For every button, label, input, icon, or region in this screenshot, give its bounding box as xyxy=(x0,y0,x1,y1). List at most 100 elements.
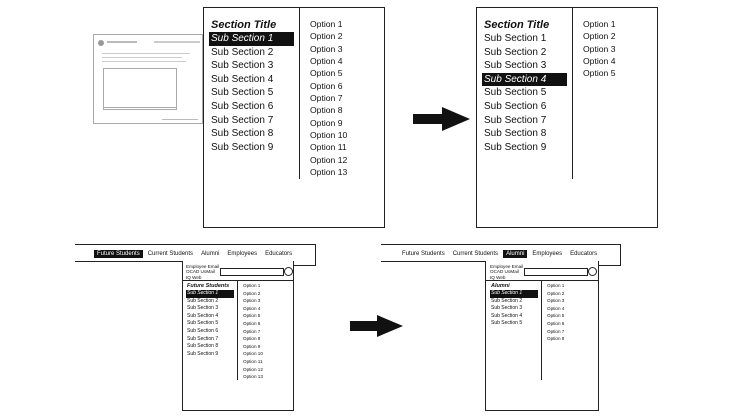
sub-section-item[interactable]: Sub Section 2 xyxy=(484,46,547,58)
search-input[interactable] xyxy=(220,268,284,276)
header-bottom-line xyxy=(381,261,486,262)
thumbnail-text-line xyxy=(102,57,182,58)
option-item[interactable]: Option 9 xyxy=(243,343,261,349)
utility-link[interactable]: IQ Web xyxy=(490,274,506,280)
search-button[interactable] xyxy=(588,267,597,276)
sub-section-item[interactable]: Sub Section 6 xyxy=(484,100,547,112)
search-input[interactable] xyxy=(524,268,588,276)
sub-section-item[interactable]: Sub Section 6 xyxy=(211,100,274,112)
option-item[interactable]: Option 5 xyxy=(583,68,616,79)
option-item[interactable]: Option 1 xyxy=(310,19,343,29)
sub-section-item[interactable]: Sub Section 5 xyxy=(211,87,274,99)
utility-link[interactable]: IQ Web xyxy=(186,274,202,280)
sub-section-item[interactable]: Sub Section 1 xyxy=(484,33,547,44)
utility-link[interactable]: OCAD UoMail xyxy=(490,269,519,275)
sub-section-item[interactable]: Sub Section 1 xyxy=(490,290,538,298)
option-item[interactable]: Option 3 xyxy=(547,298,565,304)
nav-item[interactable]: Educators xyxy=(570,251,598,257)
option-item[interactable]: Option 1 xyxy=(547,283,565,288)
sub-section-item[interactable]: Sub Section 1 xyxy=(186,290,234,298)
sub-section-item[interactable]: Sub Section 3 xyxy=(484,60,547,72)
option-item[interactable]: Option 6 xyxy=(547,320,565,326)
option-item[interactable]: Option 7 xyxy=(547,328,565,334)
option-item[interactable]: Option 9 xyxy=(310,117,343,128)
option-item[interactable]: Option 4 xyxy=(583,56,616,67)
option-item[interactable]: Option 3 xyxy=(583,43,616,54)
option-item[interactable]: Option 8 xyxy=(243,336,261,342)
sub-section-item[interactable]: Sub Section 8 xyxy=(187,343,219,350)
sub-section-item[interactable]: Sub Section 4 xyxy=(491,312,523,319)
sub-section-item[interactable]: Sub Section 6 xyxy=(187,327,219,334)
option-item[interactable]: Option 10 xyxy=(243,351,263,357)
main-nav: Future Students Current Students Alumni Emp… xyxy=(94,250,297,258)
sub-section-item[interactable]: Sub Section 4 xyxy=(211,73,274,85)
option-item[interactable]: Option 11 xyxy=(310,142,347,153)
option-item[interactable]: Option 12 xyxy=(310,154,348,165)
option-item[interactable]: Option 2 xyxy=(583,31,616,42)
sub-section-item[interactable]: Sub Section 5 xyxy=(187,320,219,327)
sub-section-item[interactable]: Sub Section 5 xyxy=(491,320,523,327)
option-item[interactable]: Option 5 xyxy=(243,313,261,319)
dropdown-title: Alumni xyxy=(491,283,510,289)
option-item[interactable]: Option 1 xyxy=(243,283,261,288)
option-item[interactable]: Option 1 xyxy=(583,19,616,29)
nav-item[interactable]: Educators xyxy=(265,251,293,257)
section-title: Section Title xyxy=(211,19,277,31)
sub-section-item[interactable]: Sub Section 7 xyxy=(484,114,547,126)
nav-item[interactable]: Employees xyxy=(227,251,258,257)
sub-section-item[interactable]: Sub Section 4 xyxy=(187,312,219,319)
option-item[interactable]: Option 2 xyxy=(547,290,565,296)
option-item[interactable]: Option 11 xyxy=(243,358,263,364)
section-title: Section Title xyxy=(484,19,550,31)
sub-section-item[interactable]: Sub Section 2 xyxy=(491,297,523,304)
sub-section-item[interactable]: Sub Section 7 xyxy=(187,335,219,342)
sub-section-item[interactable]: Sub Section 8 xyxy=(211,128,274,140)
option-item[interactable]: Option 4 xyxy=(243,305,261,311)
sub-section-item[interactable]: Sub Section 3 xyxy=(187,305,219,312)
sub-section-item[interactable]: Sub Section 7 xyxy=(211,114,274,126)
option-item[interactable]: Option 13 xyxy=(310,167,348,178)
search-button[interactable] xyxy=(284,267,293,276)
option-item[interactable]: Option 4 xyxy=(310,56,343,67)
option-item[interactable]: Option 7 xyxy=(243,328,261,334)
option-item[interactable]: Option 3 xyxy=(243,298,261,304)
sub-section-item[interactable]: Sub Section 2 xyxy=(211,46,274,58)
sub-section-item[interactable]: Sub Section 1 xyxy=(209,32,294,46)
sub-section-item[interactable]: Sub Section 3 xyxy=(211,60,274,72)
option-item[interactable]: Option 12 xyxy=(243,366,263,372)
nav-item[interactable]: Alumni xyxy=(201,251,220,257)
nav-item[interactable]: Current Students xyxy=(147,251,194,257)
option-item[interactable]: Option 5 xyxy=(310,68,343,79)
option-item[interactable]: Option 2 xyxy=(310,31,343,42)
thumbnail-content-box xyxy=(103,68,177,108)
sub-section-item[interactable]: Sub Section 8 xyxy=(484,128,547,140)
option-item[interactable]: Option 2 xyxy=(243,290,261,296)
sub-section-item[interactable]: Sub Section 2 xyxy=(187,297,219,304)
nav-item[interactable]: Future Students xyxy=(402,251,445,257)
option-item[interactable]: Option 4 xyxy=(547,305,565,311)
sub-section-item[interactable]: Sub Section 9 xyxy=(484,141,547,153)
utility-link[interactable]: OCAD UoMail xyxy=(186,269,215,275)
option-item[interactable]: Option 10 xyxy=(310,130,348,141)
sub-section-item[interactable]: Sub Section 5 xyxy=(484,87,547,99)
sub-section-item[interactable]: Sub Section 9 xyxy=(211,141,274,153)
option-item[interactable]: Option 6 xyxy=(310,80,343,91)
nav-item[interactable]: Current Students xyxy=(452,251,499,257)
option-item[interactable]: Option 6 xyxy=(243,320,261,326)
nav-item[interactable]: Employees xyxy=(532,251,563,257)
option-item[interactable]: Option 13 xyxy=(243,374,263,380)
utility-link[interactable]: Employee Email xyxy=(490,264,524,269)
sub-section-item[interactable]: Sub Section 4 xyxy=(482,72,567,87)
sub-section-item[interactable]: Sub Section 9 xyxy=(187,350,219,357)
utility-link[interactable]: Employee Email xyxy=(186,264,220,269)
option-item[interactable]: Option 5 xyxy=(547,313,565,319)
arrow-right-icon xyxy=(350,315,403,337)
option-item[interactable]: Option 7 xyxy=(310,93,343,104)
nav-item[interactable]: Future Students xyxy=(94,250,143,258)
option-item[interactable]: Option 8 xyxy=(310,105,343,116)
option-item[interactable]: Option 3 xyxy=(310,43,343,54)
nav-item[interactable]: Alumni xyxy=(503,250,528,258)
sub-section-item[interactable]: Sub Section 3 xyxy=(491,305,523,312)
option-item[interactable]: Option 8 xyxy=(547,336,565,342)
